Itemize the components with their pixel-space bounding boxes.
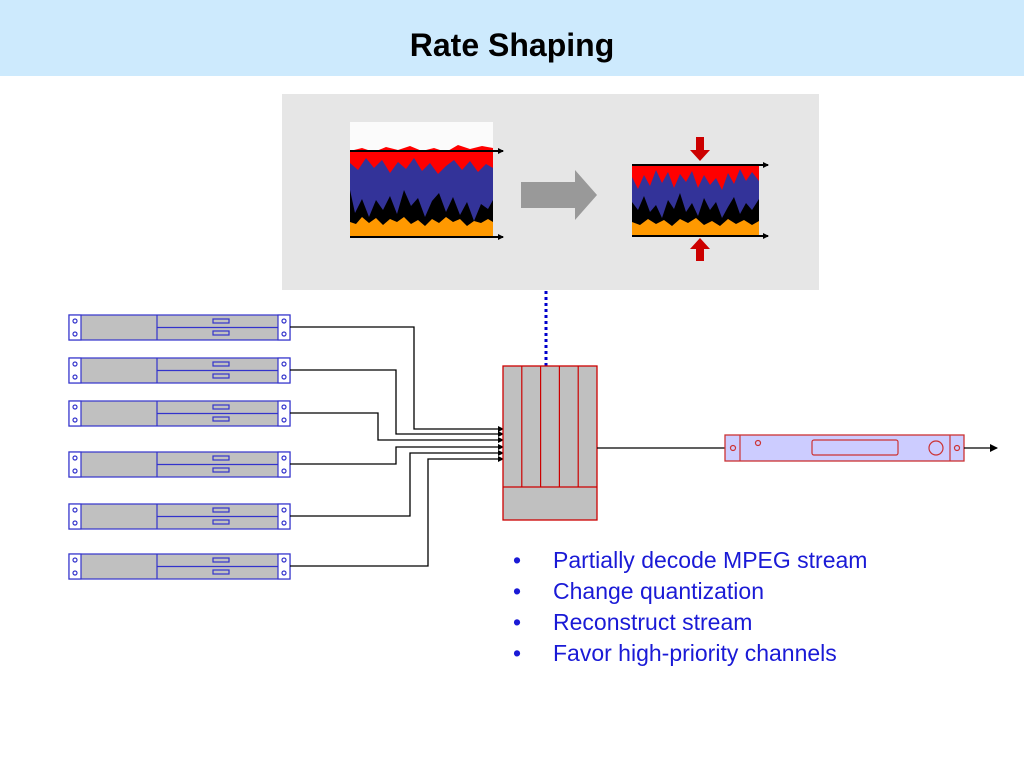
rack-server-icon — [68, 400, 291, 427]
output-device-screw-left — [729, 444, 737, 452]
server-drive-slot — [212, 569, 230, 575]
server-screw — [281, 318, 287, 324]
bullet-item: • Favor high-priority channels — [505, 638, 867, 669]
bullet-item: • Partially decode MPEG stream — [505, 545, 867, 576]
output-device-led — [754, 439, 762, 447]
bullet-text: Favor high-priority channels — [553, 640, 837, 666]
server-screw — [72, 331, 78, 337]
server-screw — [281, 570, 287, 576]
server-drive-slot — [212, 404, 230, 410]
server-screw — [281, 361, 287, 367]
server-screw — [281, 468, 287, 474]
bullet-item: • Change quantization — [505, 576, 867, 607]
input-line-6 — [290, 456, 504, 567]
input-line-1 — [290, 326, 504, 432]
bullet-marker: • — [513, 640, 522, 666]
shaped-layer-orange — [632, 218, 759, 236]
rack-server-icon — [68, 503, 291, 530]
server-screw — [72, 455, 78, 461]
server-ear-left — [68, 553, 82, 580]
server-drive-slot — [212, 455, 230, 461]
server-screw — [72, 520, 78, 526]
bullet-marker: • — [513, 547, 522, 573]
compress-up-arrow-icon — [690, 238, 710, 261]
rack-server-icon — [68, 553, 291, 580]
server-ear-left — [68, 357, 82, 384]
process-arrow-icon — [521, 170, 597, 220]
rack-server-icon — [68, 314, 291, 341]
input-line-5 — [290, 450, 504, 517]
server-ear-left — [68, 400, 82, 427]
output-device-display — [811, 439, 899, 456]
server-drive-slot — [212, 557, 230, 563]
output-device-screw-right — [953, 444, 961, 452]
server-drive-slot — [212, 330, 230, 336]
server-screw — [281, 417, 287, 423]
server-screw — [72, 361, 78, 367]
page-title: Rate Shaping — [409, 27, 615, 63]
server-screw — [281, 374, 287, 380]
compress-down-arrow-icon — [690, 137, 710, 161]
rate-shaper-icon — [502, 365, 598, 521]
server-drive-slot — [212, 467, 230, 473]
server-ear-left — [68, 451, 82, 478]
input-line-4 — [290, 444, 504, 465]
input-line-2 — [290, 369, 504, 437]
output-device-body — [724, 434, 965, 462]
server-ear-left — [68, 314, 82, 341]
feature-bullet-list: • Partially decode MPEG stream • Change qu… — [505, 545, 867, 669]
rack-server-icon — [68, 357, 291, 384]
input-connections — [290, 326, 504, 567]
server-screw — [72, 417, 78, 423]
server-screw — [281, 507, 287, 513]
bullet-text: Partially decode MPEG stream — [553, 547, 868, 573]
rate-shaper-body — [502, 365, 598, 521]
bullet-item: • Reconstruct stream — [505, 607, 867, 638]
server-drive-slot — [212, 507, 230, 513]
server-drive-slot — [212, 361, 230, 367]
output-device-knob — [928, 440, 944, 456]
rack-server-icon — [68, 451, 291, 478]
server-screw — [72, 507, 78, 513]
bullet-marker: • — [513, 609, 522, 635]
stream-layer-orange — [350, 217, 493, 237]
input-server-stack — [68, 314, 291, 580]
server-drive-slot — [212, 519, 230, 525]
server-screw — [72, 570, 78, 576]
original-stream-chart — [350, 122, 504, 240]
server-drive-slot — [212, 318, 230, 324]
server-ear-left — [68, 503, 82, 530]
shaped-stream-chart — [632, 137, 769, 261]
bullet-text: Change quantization — [553, 578, 764, 604]
input-line-3 — [290, 412, 504, 443]
server-screw — [281, 520, 287, 526]
bullet-text: Reconstruct stream — [553, 609, 753, 635]
server-screw — [281, 455, 287, 461]
server-screw — [281, 404, 287, 410]
rate-shaper-channels — [521, 366, 579, 487]
server-drive-slot — [212, 373, 230, 379]
server-screw — [72, 557, 78, 563]
server-screw — [72, 468, 78, 474]
server-screw — [281, 331, 287, 337]
output-device-icon — [724, 434, 965, 462]
server-screw — [72, 404, 78, 410]
bullet-marker: • — [513, 578, 522, 604]
server-screw — [72, 374, 78, 380]
server-screw — [72, 318, 78, 324]
title-bar — [0, 0, 1024, 76]
server-screw — [281, 557, 287, 563]
server-drive-slot — [212, 416, 230, 422]
